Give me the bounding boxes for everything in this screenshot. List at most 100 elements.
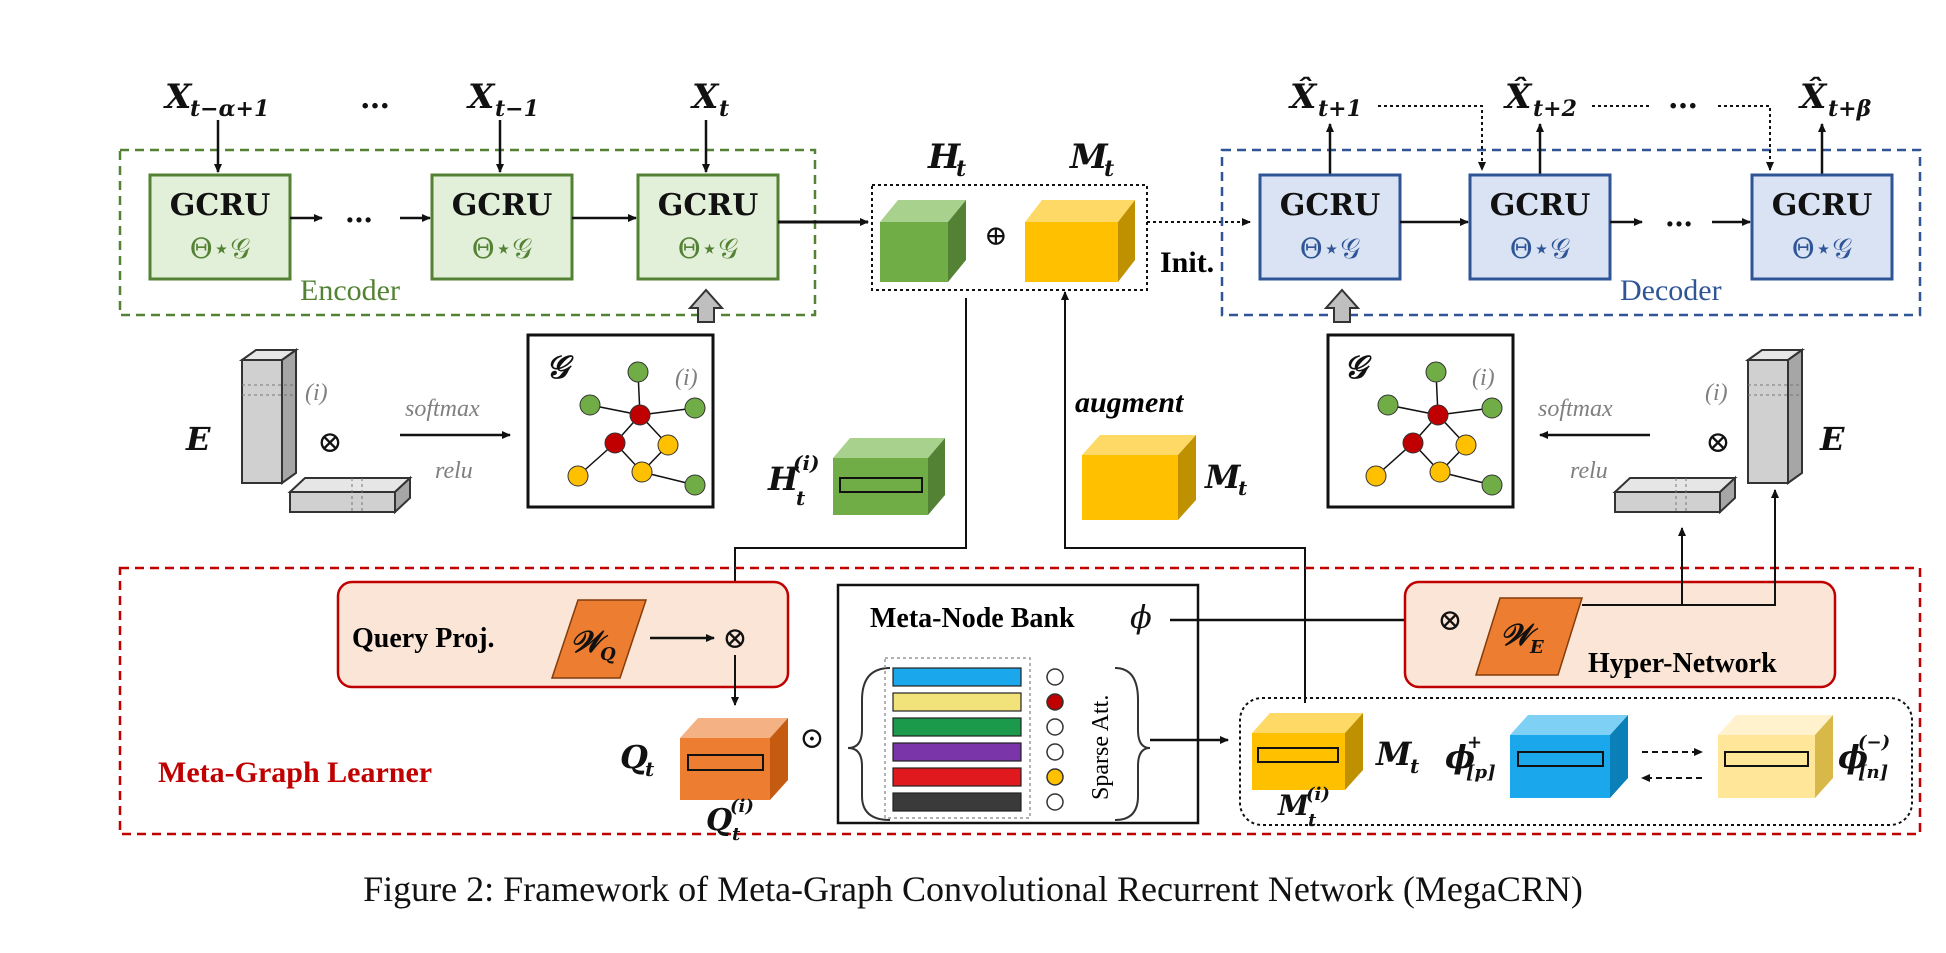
sparse-attention-label: Sparse Att. (1088, 695, 1114, 800)
encoder-input-first: X t−α+1 (163, 77, 269, 122)
svg-text:X: X (163, 77, 193, 117)
meta-node-bar (892, 767, 1022, 787)
svg-text:ϕ: ϕ (1838, 738, 1868, 776)
svg-text:GCRU: GCRU (452, 188, 553, 223)
positive-prototype-label: ϕ + [p] (1445, 732, 1496, 783)
svg-text:t: t (1104, 156, 1114, 182)
memory-state-cube (1025, 200, 1135, 282)
meta-node-row (892, 692, 1064, 712)
embedding-label-right: E (1819, 420, 1845, 458)
svg-text:t+β: t+β (1828, 96, 1872, 122)
graph-left (526, 333, 715, 509)
graph-index-left: (i) (675, 365, 698, 391)
decoder-cell-2: GCRU Θ⋆𝒢 (1468, 173, 1612, 281)
svg-text:GCRU: GCRU (170, 188, 271, 223)
attention-dot (1046, 668, 1064, 686)
svg-text:M: M (1375, 735, 1413, 773)
oplus-symbol: ⊕ (984, 219, 1007, 252)
query-node-label: Q (i) t (706, 796, 754, 845)
hyper-network-label: Hyper-Network (1588, 648, 1777, 679)
encoder-cell-2: GCRU Θ⋆𝒢 (430, 173, 574, 281)
svg-text:Θ⋆𝒢: Θ⋆𝒢 (1300, 232, 1360, 265)
svg-text:(i): (i) (793, 451, 820, 475)
graph-index-right: (i) (1472, 365, 1495, 391)
svg-text:(i): (i) (730, 796, 754, 817)
svg-text:H: H (767, 460, 800, 498)
svg-text:t: t (1308, 810, 1317, 831)
embedding-matrix-right (1744, 348, 1806, 485)
svg-text:t: t (1238, 476, 1248, 500)
decoder-dots: … (1665, 200, 1693, 233)
state-region (871, 184, 1148, 291)
memory-region (1239, 697, 1913, 826)
meta-node-bank-title: Meta-Node Bank (870, 603, 1075, 634)
svg-text:(−): (−) (1858, 732, 1890, 753)
attention-dot (1046, 743, 1064, 761)
graph-right (1326, 333, 1515, 509)
svg-text:X̂: X̂ (1503, 76, 1533, 117)
svg-text:Q: Q (706, 803, 732, 838)
megacrn-framework-diagram: X t−α+1 … X t−1 X t GCRU Θ⋆𝒢 GCRU Θ⋆𝒢 GC… (118, 76, 1922, 845)
meta-node-row (892, 767, 1064, 787)
svg-text:t−1: t−1 (495, 96, 539, 122)
svg-text:t: t (796, 486, 806, 510)
decoder-output-last: X̂ t+β (1798, 76, 1872, 122)
svg-text:X: X (690, 77, 720, 117)
query-label: Q t (620, 738, 655, 781)
decoder-region (1220, 148, 1922, 317)
embedding-label-left: E (185, 420, 211, 458)
svg-text:X: X (466, 77, 496, 117)
svg-text:[n]: [n] (1858, 762, 1888, 783)
encoder-cell-1: GCRU Θ⋆𝒢 (148, 173, 292, 281)
decoder-cell-1: GCRU Θ⋆𝒢 (1258, 173, 1402, 281)
svg-text:GCRU: GCRU (1772, 188, 1873, 223)
augment-label: augment (1075, 386, 1185, 419)
svg-text:Θ⋆𝒢: Θ⋆𝒢 (1792, 232, 1852, 265)
relu-label-right: relu (1570, 458, 1608, 484)
memory-state-label: M t (1069, 137, 1114, 182)
bank-left-brace (847, 667, 891, 821)
svg-text:t−α+1: t−α+1 (190, 96, 269, 122)
svg-text:M: M (1204, 458, 1242, 496)
memory-cube (1252, 713, 1363, 790)
encoder-region (118, 148, 817, 317)
meta-node-bar (892, 742, 1022, 762)
meta-graph-learner-title: Meta-Graph Learner (158, 756, 432, 789)
hidden-state-cube (880, 200, 966, 282)
softmax-label-left: softmax (405, 396, 480, 422)
augment-memory-cube (1082, 435, 1196, 520)
meta-node-row (892, 792, 1064, 812)
query-cube (680, 718, 788, 800)
hidden-node-label: H (i) t (767, 451, 820, 510)
otimes-right: ⊗ (1705, 425, 1730, 460)
svg-text:M: M (1277, 789, 1310, 822)
augment-memory-label: M t (1204, 458, 1248, 500)
svg-text:Q: Q (600, 644, 616, 665)
meta-node-row (892, 667, 1064, 687)
meta-node-row (892, 742, 1064, 762)
embedding-matrix-left (238, 348, 300, 485)
attention-dot (1046, 768, 1064, 786)
decoder-cell-3: GCRU Θ⋆𝒢 (1750, 173, 1894, 281)
embedding-index-right: (i) (1705, 380, 1728, 406)
encoder-input-last: X t (690, 77, 729, 122)
svg-text:M: M (1069, 137, 1109, 177)
negative-prototype-label: ϕ (−) [n] (1838, 732, 1890, 783)
encoder-label: Encoder (300, 274, 400, 307)
svg-text:Θ⋆𝒢: Θ⋆𝒢 (472, 232, 532, 265)
softmax-label-right: softmax (1538, 396, 1613, 422)
meta-node-bank-phi: ϕ (1130, 598, 1152, 636)
positive-prototype-cube (1510, 715, 1628, 798)
meta-node-bar (892, 667, 1022, 687)
svg-text:t+1: t+1 (1318, 96, 1362, 122)
svg-text:H: H (927, 137, 962, 177)
meta-node-bar (892, 792, 1022, 812)
graph-input-arrow-right (1323, 288, 1361, 323)
encoder-input-dots: … (360, 81, 390, 116)
otimes-hyper: ⊗ (1437, 603, 1462, 638)
meta-graph-learner-region (118, 566, 1922, 836)
svg-text:GCRU: GCRU (1490, 188, 1591, 223)
otimes-left: ⊗ (317, 425, 342, 460)
svg-text:E: E (1529, 637, 1544, 658)
encoder-cell-3: GCRU Θ⋆𝒢 (636, 173, 780, 281)
